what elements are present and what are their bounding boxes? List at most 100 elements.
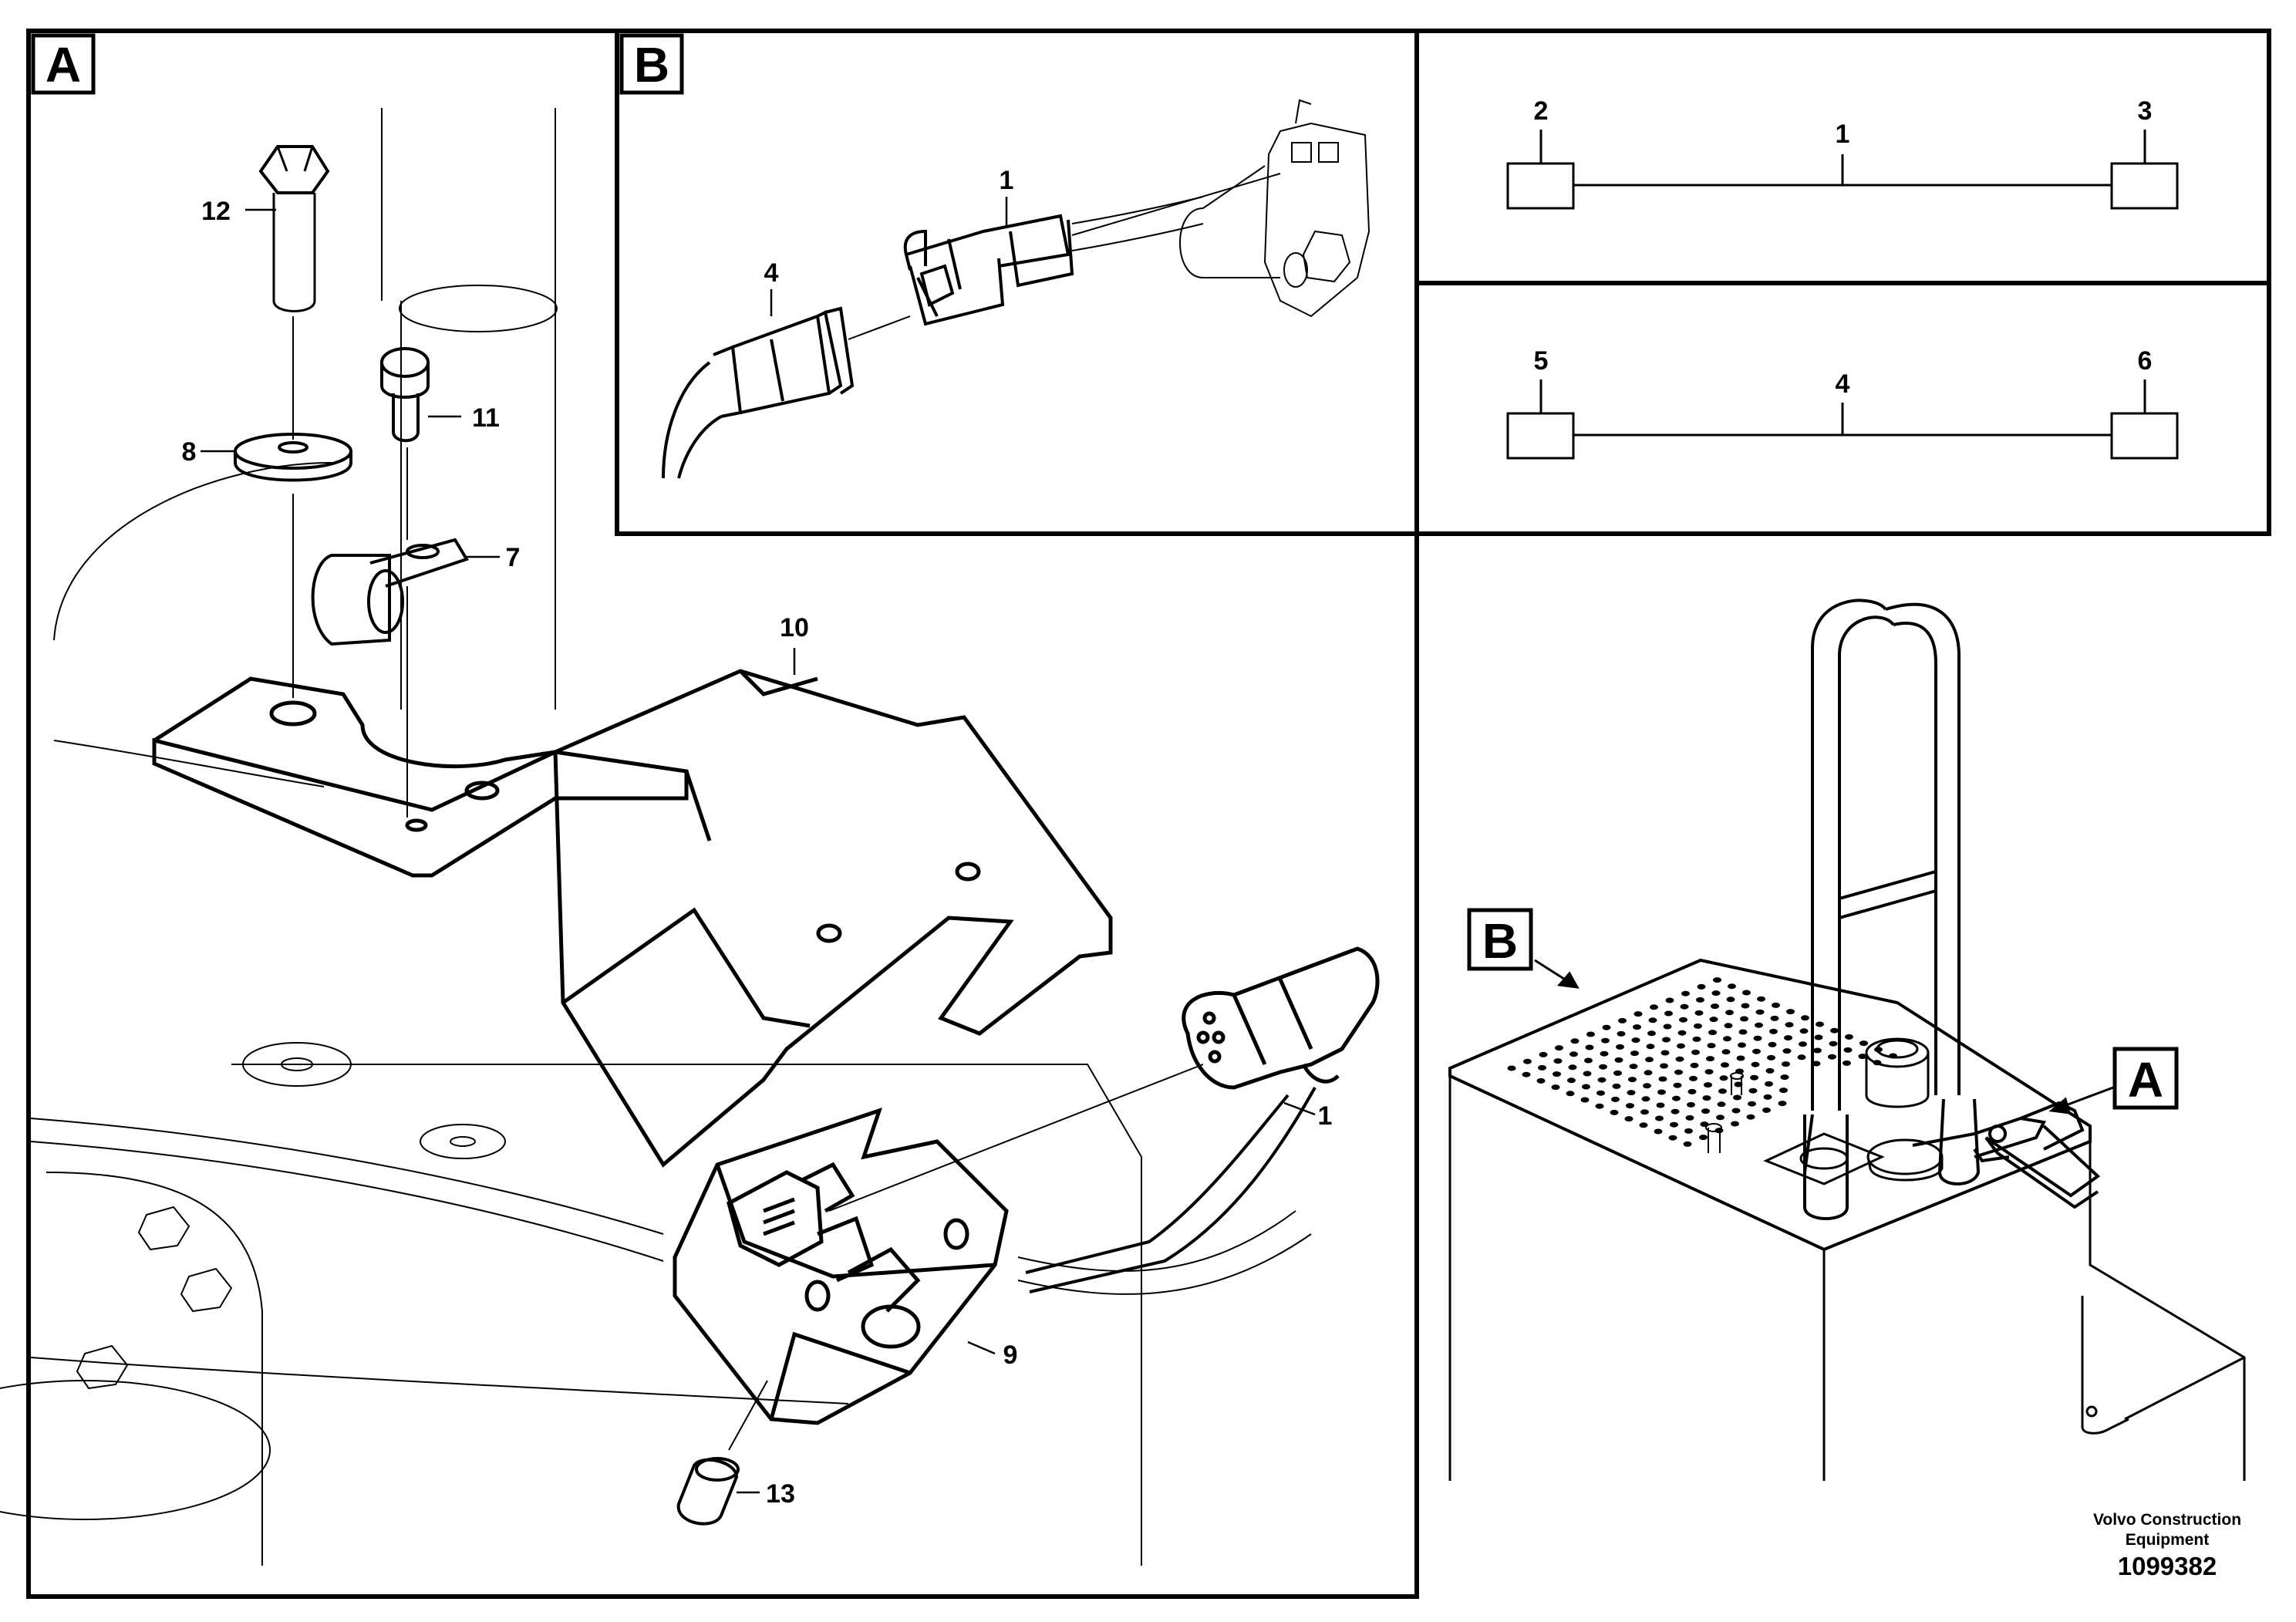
grate-hole — [1626, 1103, 1634, 1109]
grate-hole — [1660, 1063, 1668, 1069]
grate-hole — [1778, 1101, 1787, 1107]
wire2-right-terminal — [2110, 412, 2179, 460]
tank-overview — [1448, 599, 2246, 1481]
grate-hole — [1784, 1035, 1792, 1041]
grate-hole — [1668, 1135, 1677, 1141]
brand-line-2: Equipment — [2125, 1531, 2210, 1549]
tank-bolts — [1705, 1072, 1744, 1153]
cover-10 — [553, 669, 1113, 1168]
grate-hole — [1782, 1061, 1790, 1067]
grate-hole — [1611, 1096, 1620, 1102]
grate-hole — [1586, 1031, 1595, 1037]
letters: A B B A — [46, 37, 2163, 1108]
grate-hole — [1697, 983, 1706, 990]
grate-hole — [1711, 1003, 1719, 1010]
grate-hole — [1746, 1114, 1755, 1120]
grate-hole — [1706, 1056, 1714, 1062]
grate-hole — [1755, 1009, 1765, 1015]
brand-caption: Volvo Construction Equipment — [2052, 1510, 2283, 1550]
grate-hole — [1675, 1056, 1684, 1062]
harness-1-cable — [1025, 1094, 1290, 1274]
grate-hole — [1786, 1009, 1795, 1015]
grate-hole — [1639, 1122, 1648, 1128]
view-a-drawing — [0, 108, 1380, 1566]
callout-13: 13 — [766, 1479, 795, 1509]
grate-hole — [1612, 1083, 1621, 1089]
grate-hole — [1522, 1071, 1531, 1077]
grate-hole — [1731, 1121, 1739, 1127]
grate-hole — [1734, 1081, 1743, 1088]
grate-hole — [1750, 1074, 1758, 1081]
callout-9: 9 — [1003, 1340, 1018, 1370]
grate-hole — [1741, 1003, 1750, 1009]
grate-hole — [1633, 1024, 1641, 1030]
grate-hole — [1816, 1021, 1824, 1027]
grate-hole — [1799, 1028, 1809, 1034]
grate-hole — [1691, 1049, 1700, 1055]
view-a-letter-box — [31, 33, 96, 95]
grate-hole — [1551, 1084, 1560, 1091]
grate-hole — [1584, 1057, 1593, 1064]
grate-hole — [1677, 1030, 1687, 1036]
grate-hole — [1662, 1037, 1671, 1043]
connector-1 — [903, 214, 1074, 326]
callout-11: 11 — [472, 403, 500, 433]
grate-hole — [1738, 1029, 1748, 1035]
grate-hole — [1602, 1024, 1611, 1030]
frames — [26, 29, 2271, 1599]
grate-hole — [1779, 1088, 1788, 1094]
grate-hole — [1699, 1135, 1708, 1141]
grate-hole — [1738, 1042, 1746, 1048]
handrail — [1803, 599, 1981, 1220]
grate-hole — [1757, 996, 1765, 1002]
view-a-letter: A — [46, 37, 81, 93]
grate-hole — [1585, 1044, 1594, 1050]
grate-hole — [1704, 1069, 1714, 1075]
grate-hole — [1629, 1064, 1638, 1070]
grate-hole — [1719, 1075, 1728, 1081]
view-b-callouts: 1 4 — [764, 166, 1014, 288]
grate-hole — [1569, 1051, 1578, 1057]
grate-hole — [1799, 1041, 1807, 1047]
wire1-mid-label: 1 — [1836, 120, 1850, 149]
grate-hole — [1830, 1027, 1839, 1034]
grate-hole — [1663, 1023, 1672, 1030]
grate-hole — [1553, 1071, 1561, 1077]
view-b-letter: B — [634, 37, 669, 93]
grate-hole — [1753, 1035, 1762, 1041]
grate-hole — [1708, 1030, 1717, 1036]
grate-hole — [1665, 997, 1674, 1003]
grate-hole — [1570, 1038, 1580, 1044]
grate-hole — [1748, 1101, 1756, 1107]
grate-hole — [1694, 1023, 1702, 1029]
grate-hole — [1566, 1091, 1575, 1097]
overview-a-letter: A — [2128, 1052, 2163, 1108]
grate-hole — [1767, 1054, 1775, 1061]
grate-hole — [1617, 1030, 1626, 1037]
grate-hole — [1716, 1114, 1725, 1121]
grate-hole — [1684, 1128, 1693, 1134]
view-a-leaders — [201, 208, 1316, 1494]
grate-hole — [1683, 1141, 1692, 1147]
grate-hole — [1555, 1045, 1563, 1051]
grate-hole — [1768, 1041, 1777, 1047]
grate-hole — [1721, 1049, 1731, 1055]
grate-hole — [1674, 1069, 1683, 1075]
grate-hole — [1728, 983, 1736, 990]
grate-hole — [1762, 1107, 1771, 1113]
grate-hole — [1681, 990, 1690, 996]
bolt-12 — [258, 145, 330, 440]
grate-hole — [1740, 1016, 1748, 1022]
grate-hole — [1618, 1017, 1627, 1023]
grate-hole — [1601, 1037, 1610, 1044]
grate-hole — [1711, 990, 1721, 996]
letter-boxes — [31, 33, 2179, 1110]
grate-hole — [1600, 1050, 1609, 1057]
grate-hole — [1721, 1062, 1729, 1068]
tank-sensor-connector — [1912, 1101, 2101, 1209]
grate-hole — [1814, 1034, 1823, 1040]
grate-hole — [1677, 1043, 1685, 1049]
callout-b-1: 1 — [1000, 166, 1014, 195]
grate-hole — [1769, 1028, 1778, 1034]
